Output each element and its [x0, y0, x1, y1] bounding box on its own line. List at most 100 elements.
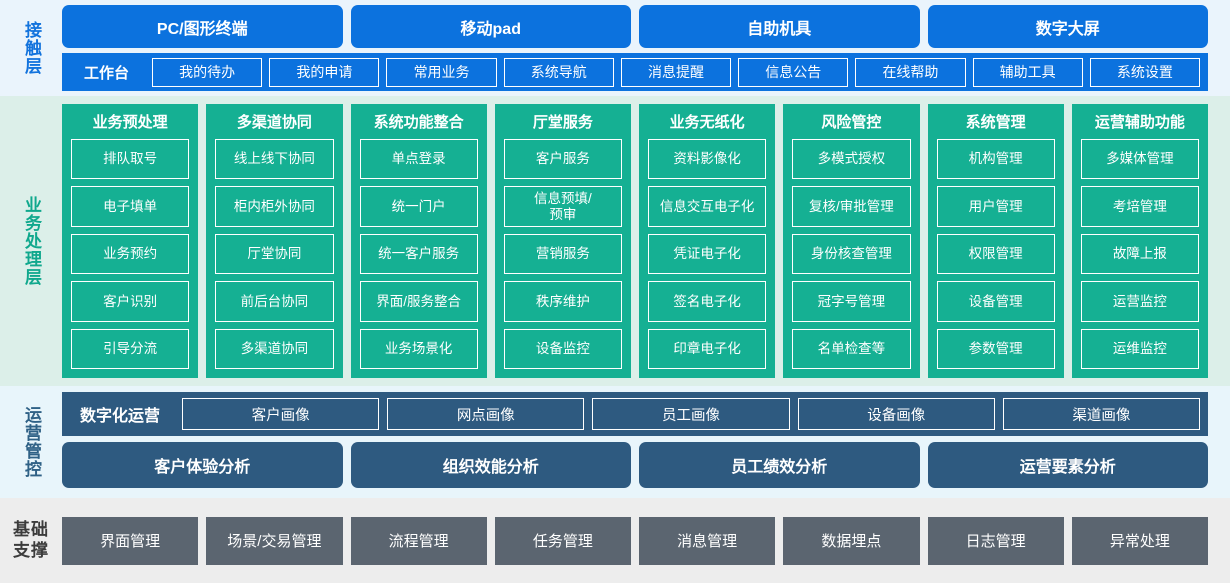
business-item[interactable]: 信息交互电子化	[648, 186, 767, 227]
operations-layer: 运营管控 数字化运营 客户画像 网点画像 员工画像 设备画像 渠道画像 客户体验…	[0, 386, 1230, 498]
foundation-item-process-management[interactable]: 流程管理	[350, 516, 487, 565]
workbench-item-announcement[interactable]: 信息公告	[738, 57, 849, 87]
channel-row: PC/图形终端 移动pad 自助机具 数字大屏	[62, 5, 1208, 48]
workbench-item-common-business[interactable]: 常用业务	[386, 57, 497, 87]
business-item[interactable]: 统一客户服务	[359, 233, 478, 275]
business-layer-body: 业务预处理 排队取号 电子填单 业务预约 客户识别 引导分流 多渠道协同 线上线…	[62, 104, 1208, 378]
business-item-list: 客户服务 信息预填/ 预审 营销服务 秩序维护 设备监控	[503, 139, 622, 370]
business-item-list: 资料影像化 信息交互电子化 凭证电子化 签名电子化 印章电子化	[648, 139, 767, 370]
channel-pc[interactable]: PC/图形终端	[62, 5, 343, 48]
business-item[interactable]: 运维监控	[1080, 328, 1199, 370]
business-item[interactable]: 排队取号	[71, 139, 190, 180]
workbench-item-system-navigation[interactable]: 系统导航	[503, 57, 614, 87]
business-item[interactable]: 机构管理	[936, 139, 1055, 180]
business-item[interactable]: 前后台协同	[215, 281, 334, 322]
foundation-item-scenario-transaction[interactable]: 场景/交易管理	[206, 516, 343, 565]
foundation-layer: 基础 支撑 界面管理 场景/交易管理 流程管理 任务管理 消息管理 数据埋点 日…	[0, 498, 1230, 583]
business-item[interactable]: 客户服务	[503, 139, 622, 180]
channel-mobile-pad[interactable]: 移动pad	[350, 5, 631, 48]
workbench-item-online-help[interactable]: 在线帮助	[855, 57, 966, 87]
business-item[interactable]: 厅堂协同	[215, 233, 334, 275]
business-layer: 业务处理层 业务预处理 排队取号 电子填单 业务预约 客户识别 引导分流 多渠道…	[0, 96, 1230, 386]
business-item[interactable]: 多媒体管理	[1080, 139, 1199, 180]
foundation-item-ui-management[interactable]: 界面管理	[62, 516, 199, 565]
workbench-item-system-settings[interactable]: 系统设置	[1089, 57, 1200, 87]
business-item[interactable]: 复核/审批管理	[792, 186, 911, 227]
business-item[interactable]: 界面/服务整合	[359, 281, 478, 322]
portrait-branch[interactable]: 网点画像	[387, 398, 585, 430]
channel-self-service[interactable]: 自助机具	[639, 5, 920, 48]
portrait-customer[interactable]: 客户画像	[182, 398, 380, 430]
business-column-lobby-service: 厅堂服务 客户服务 信息预填/ 预审 营销服务 秩序维护 设备监控	[494, 104, 631, 378]
digital-operations-title: 数字化运营	[80, 408, 161, 425]
analysis-employee-performance[interactable]: 员工绩效分析	[639, 442, 920, 488]
foundation-item-task-management[interactable]: 任务管理	[494, 516, 631, 565]
business-item[interactable]: 引导分流	[71, 328, 190, 370]
workbench-item-my-application[interactable]: 我的申请	[269, 57, 380, 87]
contact-layer: 接触层 PC/图形终端 移动pad 自助机具 数字大屏 工作台 我的待办 我的申…	[0, 0, 1230, 96]
business-item[interactable]: 权限管理	[936, 233, 1055, 275]
business-item[interactable]: 电子填单	[71, 186, 190, 227]
business-item[interactable]: 多渠道协同	[215, 328, 334, 370]
business-item[interactable]: 秩序维护	[503, 281, 622, 322]
business-column-preprocessing: 业务预处理 排队取号 电子填单 业务预约 客户识别 引导分流	[62, 104, 199, 378]
business-item[interactable]: 名单检查等	[792, 328, 911, 370]
portrait-employee[interactable]: 员工画像	[592, 398, 790, 430]
business-item[interactable]: 统一门户	[359, 186, 478, 227]
business-item[interactable]: 柜内柜外协同	[215, 186, 334, 227]
foundation-item-exception-handling[interactable]: 异常处理	[1071, 516, 1208, 565]
channel-digital-screen[interactable]: 数字大屏	[927, 5, 1208, 48]
foundation-item-data-tracking[interactable]: 数据埋点	[783, 516, 920, 565]
business-item[interactable]: 设备管理	[936, 281, 1055, 322]
business-column-title: 厅堂服务	[532, 114, 593, 131]
business-item[interactable]: 签名电子化	[648, 281, 767, 322]
analysis-operation-elements[interactable]: 运营要素分析	[927, 442, 1208, 488]
foundation-item-log-management[interactable]: 日志管理	[927, 516, 1064, 565]
analysis-customer-experience[interactable]: 客户体验分析	[62, 442, 343, 488]
business-column-title: 风险管控	[821, 114, 882, 131]
business-item[interactable]: 考培管理	[1080, 186, 1199, 227]
foundation-item-message-management[interactable]: 消息管理	[639, 516, 776, 565]
workbench-bar: 工作台 我的待办 我的申请 常用业务 系统导航 消息提醒 信息公告 在线帮助 辅…	[62, 53, 1208, 91]
business-item[interactable]: 故障上报	[1080, 233, 1199, 275]
business-column-title: 系统管理	[965, 114, 1026, 131]
business-item[interactable]: 凭证电子化	[648, 233, 767, 275]
analysis-row: 客户体验分析 组织效能分析 员工绩效分析 运营要素分析	[62, 442, 1208, 488]
business-item[interactable]: 运营监控	[1080, 281, 1199, 322]
portrait-device[interactable]: 设备画像	[797, 398, 995, 430]
workbench-item-my-todo[interactable]: 我的待办	[152, 57, 263, 87]
business-column-paperless: 业务无纸化 资料影像化 信息交互电子化 凭证电子化 签名电子化 印章电子化	[639, 104, 776, 378]
business-item[interactable]: 营销服务	[503, 233, 622, 275]
workbench-item-message-alert[interactable]: 消息提醒	[620, 57, 732, 87]
business-item[interactable]: 资料影像化	[648, 139, 767, 180]
business-item[interactable]: 身份核查管理	[792, 233, 911, 275]
business-column-title: 系统功能整合	[373, 114, 464, 131]
business-item[interactable]: 印章电子化	[648, 328, 767, 370]
business-item[interactable]: 单点登录	[359, 139, 478, 180]
business-item[interactable]: 信息预填/ 预审	[503, 186, 622, 227]
analysis-organization-efficiency[interactable]: 组织效能分析	[350, 442, 631, 488]
business-item[interactable]: 业务预约	[71, 233, 190, 275]
contact-layer-body: PC/图形终端 移动pad 自助机具 数字大屏 工作台 我的待办 我的申请 常用…	[62, 5, 1208, 91]
operations-layer-label: 运营管控	[22, 406, 42, 478]
business-item-list: 多模式授权 复核/审批管理 身份核查管理 冠字号管理 名单检查等	[792, 139, 911, 370]
business-column-risk-control: 风险管控 多模式授权 复核/审批管理 身份核查管理 冠字号管理 名单检查等	[783, 104, 920, 378]
business-column-multichannel: 多渠道协同 线上线下协同 柜内柜外协同 厅堂协同 前后台协同 多渠道协同	[206, 104, 343, 378]
business-item[interactable]: 线上线下协同	[215, 139, 334, 180]
business-item[interactable]: 设备监控	[503, 328, 622, 370]
business-item-list: 多媒体管理 考培管理 故障上报 运营监控 运维监控	[1080, 139, 1199, 370]
business-item[interactable]: 冠字号管理	[792, 281, 911, 322]
business-item[interactable]: 多模式授权	[792, 139, 911, 180]
workbench-item-auxiliary-tools[interactable]: 辅助工具	[972, 57, 1083, 87]
portrait-channel[interactable]: 渠道画像	[1002, 398, 1201, 430]
digital-operations-bar: 数字化运营 客户画像 网点画像 员工画像 设备画像 渠道画像	[62, 392, 1208, 436]
business-item-list: 单点登录 统一门户 统一客户服务 界面/服务整合 业务场景化	[359, 139, 478, 370]
business-item[interactable]: 参数管理	[936, 328, 1055, 370]
business-item[interactable]: 客户识别	[71, 281, 190, 322]
business-column-title: 多渠道协同	[236, 114, 312, 131]
business-item-list: 排队取号 电子填单 业务预约 客户识别 引导分流	[71, 139, 190, 370]
business-item[interactable]: 用户管理	[936, 186, 1055, 227]
business-item[interactable]: 业务场景化	[359, 328, 478, 370]
business-layer-label: 业务处理层	[22, 196, 42, 286]
